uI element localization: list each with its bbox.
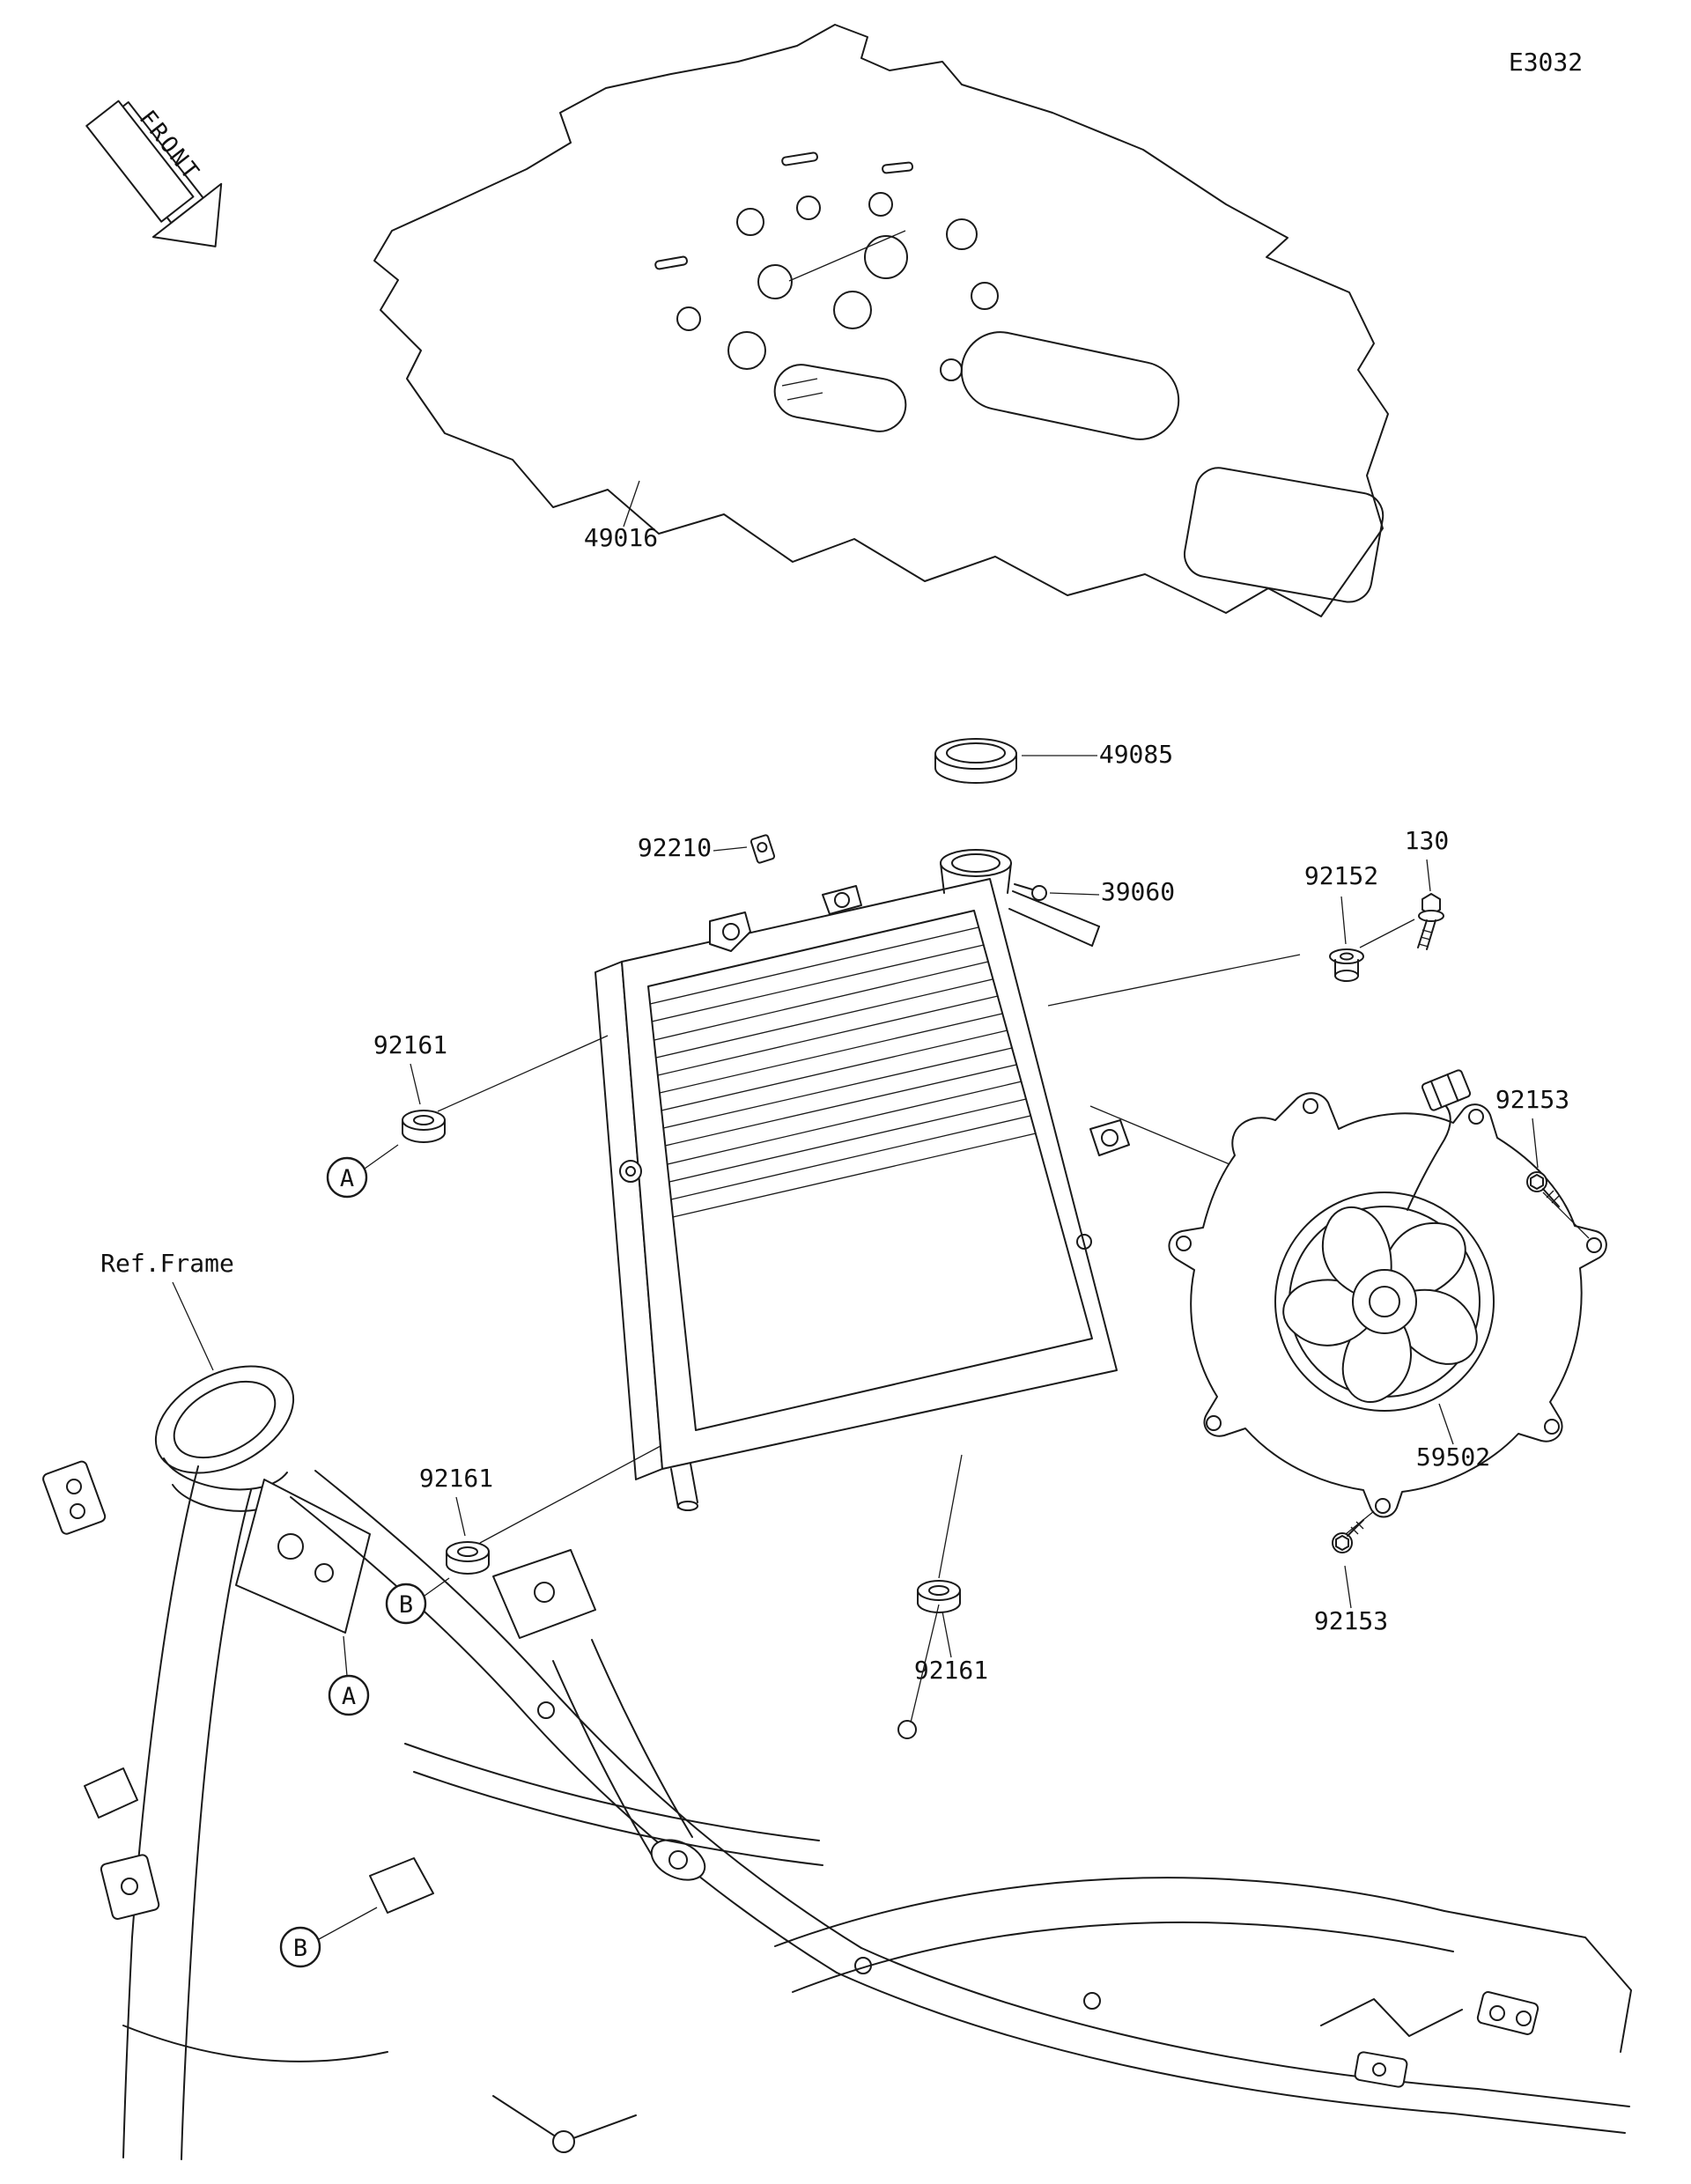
leader-pipe-clamp: [713, 846, 748, 852]
part-label-radiator-cap: 49085: [1099, 740, 1173, 769]
position-marker-a-lower: A: [328, 1635, 370, 1716]
part-label-screw-lower: 92153: [1314, 1606, 1388, 1635]
radiator: [594, 849, 1130, 1511]
leader-grommet-lower: [941, 1611, 952, 1658]
grommet-lower: [917, 1580, 961, 1613]
part-label-damper: 92152: [1304, 861, 1378, 890]
leader-ref-frame: [172, 1281, 214, 1371]
grommet-middle: [446, 1541, 490, 1575]
svg-text:B: B: [293, 1935, 307, 1962]
diagram-code: E3032: [1509, 48, 1583, 77]
svg-text:A: A: [340, 1165, 354, 1192]
leader-damper: [1340, 896, 1347, 945]
radiator-core-fins: [649, 926, 1037, 1218]
part-label-pipe-clamp: 92210: [638, 833, 712, 862]
position-marker-b-lower: B: [279, 1907, 378, 1968]
fitting-bolt: [1014, 883, 1047, 901]
mount-bolt: [1417, 893, 1444, 950]
part-label-bolt: 130: [1405, 826, 1450, 855]
part-label-grommet-lower: 92161: [914, 1656, 988, 1685]
svg-text:B: B: [399, 1591, 413, 1619]
screw-upper: [1526, 1171, 1560, 1207]
heat-guard-plate: [373, 24, 1389, 617]
leader-bolt: [1426, 859, 1431, 892]
fan-assembly: [1168, 1069, 1607, 1518]
leader-screw-upper: [1532, 1118, 1539, 1169]
part-label-grommet-middle: 92161: [419, 1464, 493, 1493]
svg-text:A: A: [342, 1683, 356, 1710]
leader-grommet-middle: [455, 1496, 466, 1537]
grommet-upper: [402, 1110, 446, 1143]
filler-neck: [940, 849, 1012, 894]
part-label-grommet-upper: 92161: [373, 1030, 447, 1059]
front-direction-arrow: FRONT: [85, 100, 223, 247]
leader-fan: [1438, 1403, 1454, 1445]
part-label-heat-guard: 49016: [584, 523, 658, 552]
part-label-screw-upper: 92153: [1495, 1085, 1569, 1114]
ref-frame-label: Ref.Frame: [100, 1249, 234, 1278]
position-marker-a-upper: A: [326, 1144, 399, 1199]
screw-lower: [1332, 1519, 1364, 1553]
leader-heat-guard: [623, 480, 640, 528]
leader-grommet-upper: [410, 1063, 421, 1105]
leader-fitting: [1049, 892, 1100, 896]
frame-artwork: [42, 1365, 1632, 2160]
damper-grommet: [1329, 948, 1364, 982]
radiator-cap: [934, 738, 1017, 784]
pipe-clamp: [750, 834, 776, 864]
assembly-lines: [437, 919, 1590, 1739]
position-marker-b-upper: B: [385, 1577, 450, 1625]
part-label-fan: 59502: [1416, 1442, 1490, 1472]
part-label-fitting: 39060: [1101, 877, 1175, 906]
leader-screw-lower: [1344, 1565, 1352, 1609]
